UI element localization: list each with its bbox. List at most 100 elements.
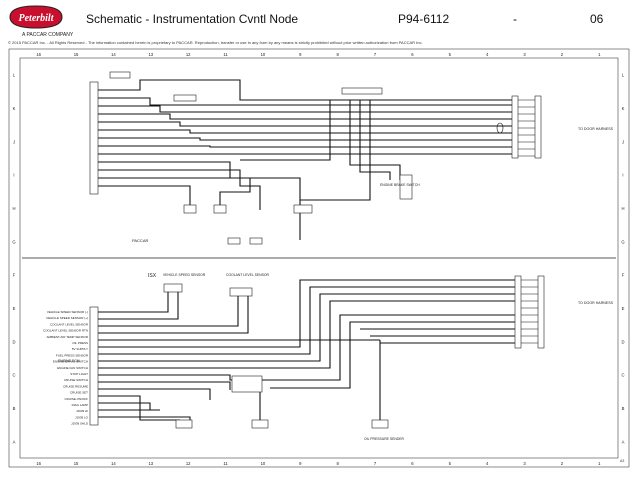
ecm-pin-label: AMBIENT AIR TEMP SENSOR (46, 335, 88, 339)
lower-wire-harness (98, 279, 515, 421)
column-label: 4 (486, 52, 489, 57)
upper-door-connector (511, 95, 542, 159)
row-label: J (622, 139, 624, 144)
vehicle-speed-sensor-label: VEHICLE SPEED SENSOR (163, 273, 206, 277)
engine-ecm-label: ENGINE ECM (58, 359, 80, 363)
document-title: Schematic - Instrumentation Cvntl Node (86, 12, 299, 26)
column-label: 10 (261, 461, 266, 466)
row-label: I (13, 173, 14, 178)
brand-logo: Peterbilt (9, 5, 63, 29)
row-label: E (13, 306, 16, 311)
row-label: H (621, 206, 624, 211)
ecm-pin-labels: VEHICLE SPEED SENSOR (-) VEHICLE SPEED SE… (43, 310, 89, 426)
drawing-frame (8, 48, 630, 468)
ecm-pin-label: COOLANT LEVEL SENSOR RTN (43, 329, 88, 333)
svg-text:Peterbilt: Peterbilt (19, 13, 55, 24)
row-label: L (13, 73, 16, 78)
row-label: B (13, 406, 16, 411)
column-label: 16 (36, 52, 41, 57)
column-label: 9 (299, 461, 302, 466)
column-label: 15 (74, 461, 79, 466)
upper-wire-harness (98, 79, 512, 240)
row-label: G (12, 239, 15, 244)
column-label: 3 (523, 52, 526, 57)
isx-label: ISX (148, 273, 157, 279)
row-label: I (622, 173, 623, 178)
ecm-pin-label: CRUISE RESUME (63, 384, 88, 388)
column-label: 7 (374, 461, 377, 466)
column-label: 13 (148, 461, 153, 466)
row-label: G (621, 239, 624, 244)
ecm-pin-label: J1939 HI (76, 409, 88, 413)
ecm-pin-label: CRUISE SET (70, 391, 88, 395)
row-label: J (13, 139, 15, 144)
row-labels-left: L K J I H G F E D C B A (12, 73, 15, 445)
ecm-pin-label: ENGINE BRAKE SWITCH (53, 360, 88, 364)
coolant-level-sensor-label: COOLANT LEVEL SENSOR (226, 273, 270, 277)
ecm-pin-label: VEHICLE SPEED SENSOR (-) (47, 310, 88, 314)
column-label: 5 (449, 461, 452, 466)
engine-brake-label: ENGINE BRAKE SWITCH (380, 183, 420, 187)
dash-number: - (513, 12, 517, 26)
ecm-pin-label: ENGINE FAN SWITCH (57, 366, 88, 370)
row-label: B (622, 406, 625, 411)
column-label: 13 (148, 52, 153, 57)
ecm-pin-label: COOLANT LEVEL SENSOR (50, 322, 89, 326)
column-label: 2 (561, 461, 564, 466)
paccar-label: PACCAR (132, 238, 148, 243)
ecm-pin-label: STOP LIGHT (70, 372, 88, 376)
lower-door-harness-label: TO DOOR HARNESS (578, 301, 614, 305)
column-label: 11 (223, 52, 228, 57)
row-label: E (622, 306, 625, 311)
upper-small-connectors (183, 174, 413, 245)
row-label: D (12, 339, 15, 344)
column-label: 9 (299, 52, 302, 57)
column-label: 12 (186, 461, 191, 466)
row-label: C (12, 373, 15, 378)
row-label: H (12, 206, 15, 211)
ecm-pin-label: DIAG LAMP (72, 403, 88, 407)
ecm-connector-body (89, 306, 99, 426)
row-label: F (622, 273, 625, 278)
ecm-pin-label: FUEL PRESS SENSOR (56, 353, 89, 357)
copyright-notice: © 2015 PACCAR Inc. - All Rights Reserved… (8, 40, 423, 45)
column-label: 6 (411, 52, 414, 57)
column-label: 8 (337, 461, 340, 466)
ecm-pin-label: J1939 LO (75, 415, 89, 419)
row-label: D (621, 339, 624, 344)
upper-top-connector (109, 71, 383, 102)
row-label: A (622, 439, 625, 444)
brand-subtitle: A PACCAR COMPANY (22, 32, 74, 38)
ecm-pin-label: CRUISE SWITCH (64, 378, 88, 382)
lower-door-splices (521, 279, 538, 344)
row-label: C (621, 373, 624, 378)
row-label: K (622, 106, 625, 111)
column-label: 8 (337, 52, 340, 57)
row-label: F (13, 273, 16, 278)
title-block: Peterbilt A PACCAR COMPANY Schematic - I… (0, 0, 638, 40)
lower-door-connector (514, 275, 545, 349)
row-label: K (13, 106, 16, 111)
column-label: 15 (74, 52, 79, 57)
revision-number: 06 (590, 12, 604, 26)
lower-sensors (163, 283, 389, 429)
document-number: P94-6112 (398, 12, 450, 26)
ecm-pin-label: 5V SUPPLY (72, 347, 88, 351)
upper-door-harness-label: TO DOOR HARNESS (578, 127, 614, 131)
column-label: 10 (261, 52, 266, 57)
ecm-pin-label: CRUISE ON/OFF (64, 397, 88, 401)
column-label: 4 (486, 461, 489, 466)
sheet-size-note: A3 (620, 459, 624, 463)
ecm-pin-label: VEHICLE SPEED SENSOR (+) (46, 316, 88, 320)
upper-door-splices (496, 99, 535, 157)
row-label: A (13, 439, 16, 444)
column-label: 14 (111, 461, 116, 466)
column-label: 12 (186, 52, 191, 57)
column-label: 16 (36, 461, 41, 466)
column-label: 11 (223, 461, 228, 466)
column-label: 5 (449, 52, 452, 57)
column-label: 3 (523, 461, 526, 466)
